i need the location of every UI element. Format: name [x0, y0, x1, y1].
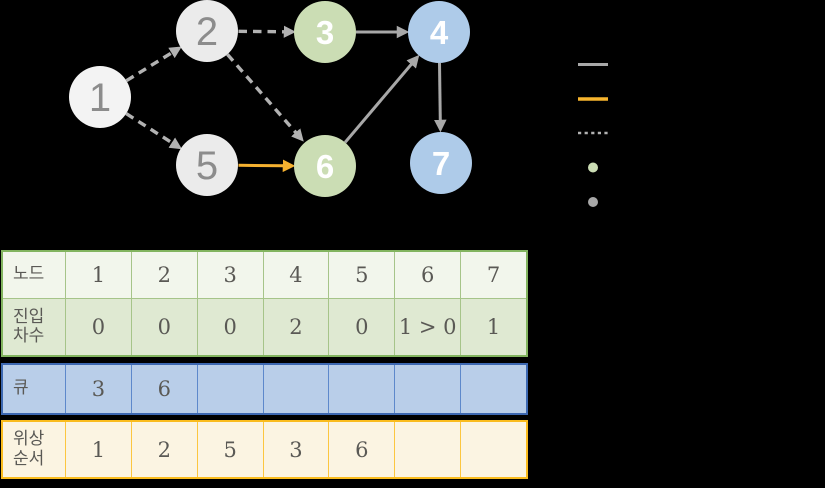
node-cell: 5 [328, 252, 394, 298]
node-7: 7 [410, 132, 472, 194]
svg-text:3: 3 [316, 14, 334, 51]
order-cell: 1 [65, 422, 131, 477]
queue-cell: 3 [65, 365, 131, 413]
legend [578, 63, 608, 207]
node-6: 6 [294, 135, 356, 197]
svg-text:4: 4 [430, 14, 449, 51]
node-cell: 7 [460, 252, 526, 298]
node-3: 3 [294, 1, 356, 63]
graph-edges [125, 25, 447, 173]
node-4: 4 [408, 1, 470, 63]
node-cell: 1 [65, 252, 131, 298]
edge-4-7 [433, 62, 447, 133]
indegree-cell: 1 > 0 [394, 299, 460, 355]
node-cell: 4 [262, 252, 329, 298]
order-cell: 6 [328, 422, 394, 477]
svg-text:5: 5 [196, 144, 218, 188]
edge-2-6 [226, 53, 304, 142]
indegree-cell: 0 [328, 299, 394, 355]
svg-text:7: 7 [432, 145, 450, 182]
edge-5-6 [238, 159, 296, 173]
order-cell: 5 [196, 422, 263, 477]
node-5: 5 [176, 134, 238, 196]
order-cell [394, 422, 460, 477]
indegree-row-label: 진입 차수 [13, 306, 45, 346]
queue-row-label: 큐 [13, 378, 29, 399]
node-row-label: 노드 [13, 264, 45, 285]
svg-text:1: 1 [89, 76, 111, 120]
graph-nodes: 1 2 3 4 5 6 7 [69, 0, 472, 197]
legend-green-dot [588, 162, 598, 173]
order-cell: 2 [130, 422, 197, 477]
order-cell: 3 [262, 422, 329, 477]
svg-text:6: 6 [316, 148, 334, 185]
svg-text:2: 2 [196, 10, 218, 54]
edge-1-2 [125, 46, 182, 83]
order-row-label: 위상 순서 [13, 429, 45, 469]
queue-cell [460, 365, 526, 413]
queue-cell [196, 365, 263, 413]
node-cell: 6 [394, 252, 460, 298]
queue-cell [328, 365, 394, 413]
node-cell: 2 [130, 252, 197, 298]
edge-2-3 [238, 25, 297, 38]
indegree-cell: 0 [65, 299, 131, 355]
node-1: 1 [69, 66, 131, 128]
queue-cell [394, 365, 460, 413]
indegree-cell: 2 [262, 299, 329, 355]
edge-1-5 [125, 112, 183, 150]
node-cell: 3 [196, 252, 263, 298]
queue-cell: 6 [130, 365, 197, 413]
order-cell [460, 422, 526, 477]
indegree-cell: 0 [196, 299, 263, 355]
legend-gray-dot [588, 197, 598, 207]
queue-cell [262, 365, 329, 413]
node-2: 2 [176, 0, 238, 62]
indegree-cell: 1 [460, 299, 526, 355]
indegree-cell: 0 [130, 299, 197, 355]
edge-6-4 [343, 54, 420, 144]
topological-sort-graph: 1 2 3 4 5 6 7 [69, 0, 608, 207]
